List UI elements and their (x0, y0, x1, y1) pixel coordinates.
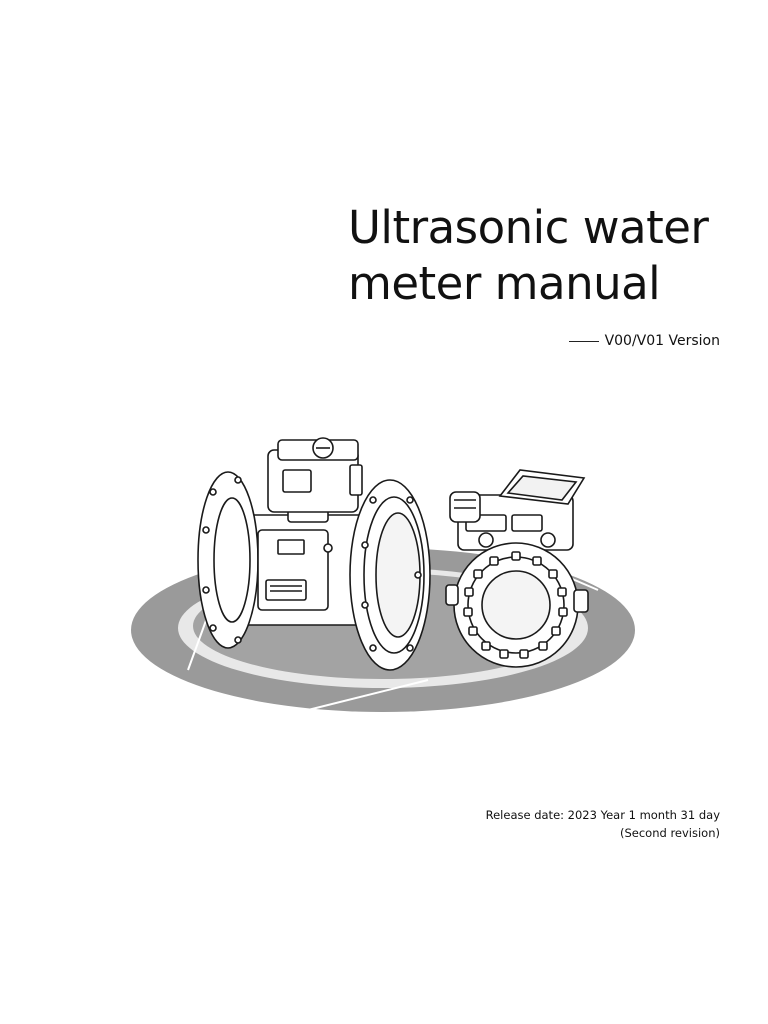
meter-illustration (131, 437, 635, 712)
title-line-1: Ultrasonic water (348, 201, 709, 254)
version-label: V00/V01 Version (604, 333, 720, 349)
flanged-meter (197, 437, 431, 671)
release-date: Release date: 2023 Year 1 month 31 day (485, 808, 720, 822)
ring-meter (445, 469, 589, 668)
title-line-2: meter manual (348, 257, 661, 310)
release-info: Release date: 2023 Year 1 month 31 day (… (486, 806, 720, 842)
document-title: Ultrasonic water meter manual (348, 200, 748, 312)
version-dash (568, 340, 599, 342)
version-line: V00/V01 Version (568, 333, 720, 349)
revision-note: (Second revision) (619, 826, 720, 840)
